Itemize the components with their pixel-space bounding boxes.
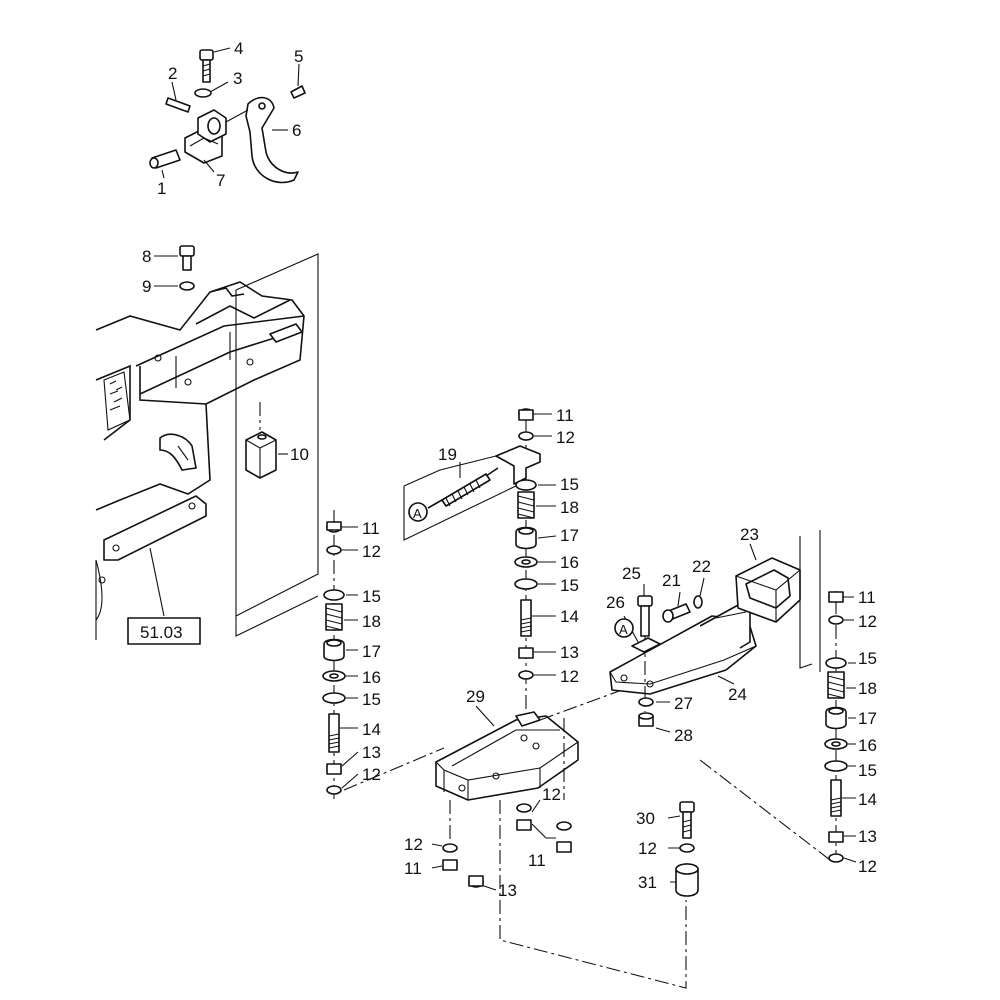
pin-part-1: [149, 149, 181, 169]
callout-28: 28: [674, 726, 693, 745]
callout-21: 21: [662, 571, 681, 590]
callout-29: 29: [466, 687, 485, 706]
callout-b-11b: 11: [528, 851, 546, 870]
callout-circle-a-left: A: [413, 506, 422, 521]
base-plate-part-29: 29 12 11 13 12 11: [343, 675, 687, 989]
callout-31: 31: [638, 873, 657, 892]
callout-r-12: 12: [858, 612, 877, 631]
callout-circle-a-right: A: [619, 622, 628, 637]
isolator-bolt-assembly: 30 12 31: [636, 801, 699, 897]
callout-26: 26: [606, 593, 625, 612]
callout-l-16: 16: [362, 668, 381, 687]
callout-10: 10: [290, 445, 309, 464]
latch-subassembly: 4 2 3 5 6 1 7: [149, 39, 306, 198]
callout-c-11: 11: [556, 406, 574, 425]
callout-22: 22: [692, 557, 711, 576]
callout-r-14: 14: [858, 790, 877, 809]
callout-b-13: 13: [498, 881, 517, 900]
callout-l-13: 13: [362, 743, 381, 762]
reference-box-label: 51.03: [140, 623, 183, 642]
callout-r-17: 17: [858, 709, 877, 728]
center-mount-stack: A 11 12 19 15 18 17 16 15 14 13 12: [403, 406, 579, 712]
callout-c-19: 19: [438, 445, 457, 464]
bolt-part-4: [199, 49, 214, 83]
callout-r-12b: 12: [858, 857, 877, 876]
block-part-10: [245, 431, 277, 479]
callout-27: 27: [674, 694, 693, 713]
callout-c-13: 13: [560, 643, 579, 662]
callout-r-15: 15: [858, 649, 877, 668]
callout-1-1: 1: [157, 179, 166, 198]
callout-1-6: 6: [292, 121, 301, 140]
callout-l-15: 15: [362, 587, 381, 606]
bracket-part-24: 24 25 26 A 21 22 23 27 28: [606, 525, 801, 745]
setscrew-part-5: [290, 85, 306, 99]
callout-1-7: 7: [216, 171, 225, 190]
callout-r-18: 18: [858, 679, 877, 698]
hook-part-6: [245, 96, 299, 184]
right-mount-stack: 11 12 15 18 17 16 15 14 13 12: [699, 530, 877, 876]
frame-assembly: 51.03 8 9 10: [95, 245, 319, 645]
callout-c-14: 14: [560, 607, 579, 626]
callout-b-12: 12: [404, 835, 423, 854]
callout-r-15b: 15: [858, 761, 877, 780]
callout-c-12: 12: [556, 428, 575, 447]
callout-1-2: 2: [168, 64, 177, 83]
bolt-part-8: [179, 245, 195, 271]
callout-l-17: 17: [362, 642, 381, 661]
callout-l-18: 18: [362, 612, 381, 631]
callout-r-11: 11: [858, 588, 876, 607]
callout-1-4: 4: [234, 39, 243, 58]
callout-c-15b: 15: [560, 576, 579, 595]
callout-c-12b: 12: [560, 667, 579, 686]
bracket-part-7: [184, 109, 227, 164]
callout-23: 23: [740, 525, 759, 544]
callout-25: 25: [622, 564, 641, 583]
callout-c-16: 16: [560, 553, 579, 572]
callout-l-14: 14: [362, 720, 381, 739]
washer-part-9: [179, 281, 195, 291]
pin-part-2: [165, 97, 191, 113]
callout-b-12b: 12: [542, 785, 561, 804]
callout-1-5: 5: [294, 47, 303, 66]
callout-c-18: 18: [560, 498, 579, 517]
callout-c-17: 17: [560, 526, 579, 545]
callout-24: 24: [728, 685, 747, 704]
callout-r-16: 16: [858, 736, 877, 755]
callout-l-15b: 15: [362, 690, 381, 709]
left-mount-stack: 11 12 15 18 17 16 15 14 13 12: [322, 510, 381, 800]
callout-l-12b: 12: [362, 765, 381, 784]
washer-part-3: [194, 88, 212, 98]
callout-b-11: 11: [404, 859, 422, 878]
callout-r-13: 13: [858, 827, 877, 846]
callout-l-11: 11: [362, 519, 380, 538]
callout-12c: 12: [638, 839, 657, 858]
reference-box: [127, 617, 201, 645]
callout-c-15: 15: [560, 475, 579, 494]
callout-1-3: 3: [233, 69, 242, 88]
callout-l-12: 12: [362, 542, 381, 561]
callout-30: 30: [636, 809, 655, 828]
callout-9: 9: [142, 277, 151, 296]
callout-8: 8: [142, 247, 151, 266]
